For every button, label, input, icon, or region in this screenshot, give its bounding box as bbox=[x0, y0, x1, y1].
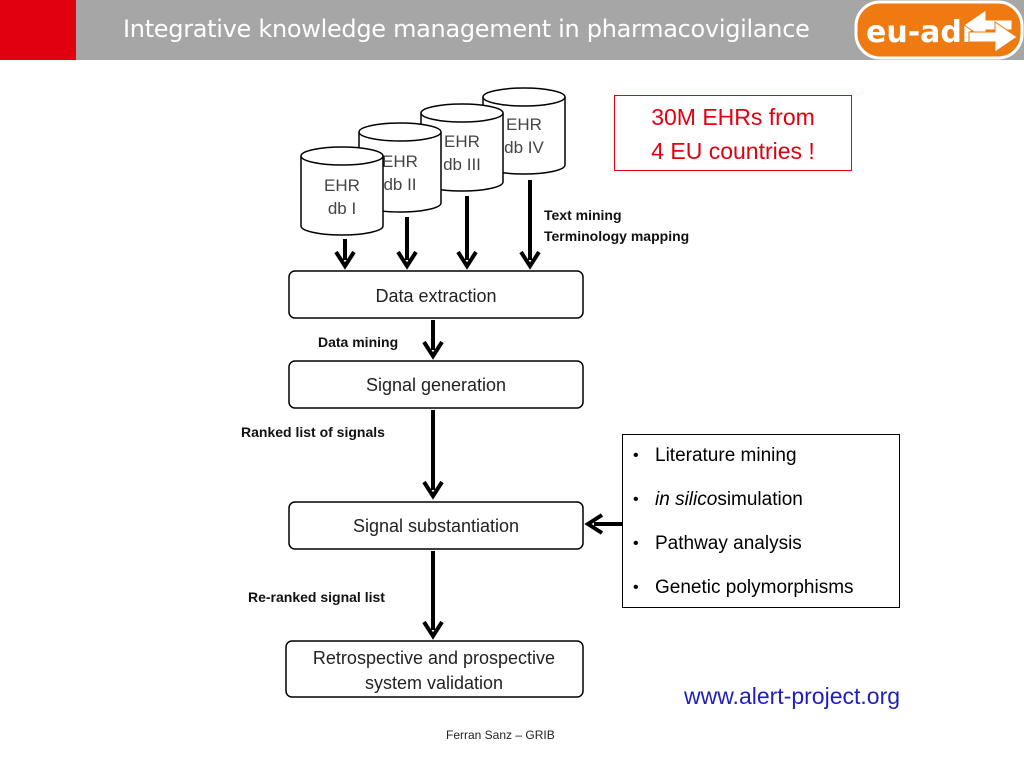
database-4-label-1: EHR bbox=[506, 115, 542, 134]
step-validation-label-1: Retrospective and prospective bbox=[313, 648, 555, 668]
project-url-link[interactable]: www.alert-project.org bbox=[684, 683, 901, 709]
step-signal-substantiation: Signal substantiation bbox=[288, 501, 584, 550]
eu-adr-logo: eu-adr bbox=[854, 0, 1024, 60]
bullet-icon: • bbox=[633, 535, 639, 552]
label-data-mining: Data mining bbox=[318, 334, 398, 350]
method-in-silico: in silico bbox=[655, 489, 718, 510]
method-item: • Literature mining bbox=[633, 443, 899, 487]
method-item: • Pathway analysis bbox=[633, 531, 899, 575]
callout-line-2: 4 EU countries ! bbox=[651, 138, 815, 164]
label-text-mining: Text mining bbox=[544, 207, 622, 223]
label-reranked-list: Re-ranked signal list bbox=[248, 589, 385, 605]
ehr-count-callout: 30M EHRs from 4 EU countries ! bbox=[614, 95, 852, 171]
step-validation-label-2: system validation bbox=[365, 673, 503, 693]
arrowhead-db2 bbox=[396, 250, 418, 270]
method-genetic-polymorphisms: Genetic polymorphisms bbox=[655, 577, 854, 598]
author-credit: Ferran Sanz – GRIB bbox=[446, 728, 555, 742]
step-validation: Retrospective and prospective system val… bbox=[285, 640, 584, 698]
header-accent-block bbox=[0, 0, 76, 60]
database-3-label-1: EHR bbox=[444, 132, 480, 151]
step-signal-generation: Signal generation bbox=[288, 360, 584, 409]
bullet-icon: • bbox=[633, 491, 639, 508]
label-ranked-list: Ranked list of signals bbox=[241, 424, 385, 440]
step-signal-generation-label: Signal generation bbox=[366, 375, 506, 395]
database-2-label-2: db II bbox=[383, 175, 416, 194]
method-pathway-analysis: Pathway analysis bbox=[655, 533, 802, 554]
logo-text: eu-adr bbox=[866, 15, 977, 50]
arrow-methods-to-substantiation bbox=[584, 513, 622, 535]
arrowhead-db4 bbox=[519, 250, 541, 270]
database-cylinder-1: EHR db I bbox=[300, 146, 384, 236]
method-item: • Genetic polymorphisms bbox=[633, 575, 899, 619]
bullet-icon: • bbox=[633, 447, 639, 464]
database-2-label-1: EHR bbox=[382, 152, 418, 171]
callout-line-1: 30M EHRs from bbox=[651, 104, 815, 130]
method-simulation: simulation bbox=[717, 489, 803, 510]
database-1-label-1: EHR bbox=[324, 176, 360, 195]
step-signal-substantiation-label: Signal substantiation bbox=[353, 516, 519, 536]
arrowhead-db3 bbox=[456, 250, 478, 270]
db-arrows bbox=[334, 180, 541, 270]
exchange-arrows-icon bbox=[963, 9, 1018, 53]
arrow-generation-to-substantiation bbox=[422, 410, 444, 500]
step-data-extraction: Data extraction bbox=[288, 270, 584, 319]
database-1-label-2: db I bbox=[328, 199, 356, 218]
bullet-icon: • bbox=[633, 579, 639, 596]
header-bar: Integrative knowledge management in phar… bbox=[0, 0, 1024, 60]
arrow-extraction-to-generation bbox=[422, 320, 444, 360]
database-4-label-2: db IV bbox=[504, 138, 544, 157]
slide-title: Integrative knowledge management in phar… bbox=[123, 15, 810, 43]
step-data-extraction-label: Data extraction bbox=[375, 286, 496, 306]
label-terminology-mapping: Terminology mapping bbox=[544, 228, 689, 244]
method-literature-mining: Literature mining bbox=[655, 445, 797, 466]
arrowhead-db1 bbox=[334, 250, 356, 270]
arrow-substantiation-to-validation bbox=[422, 551, 444, 640]
database-3-label-2: db III bbox=[443, 155, 481, 174]
